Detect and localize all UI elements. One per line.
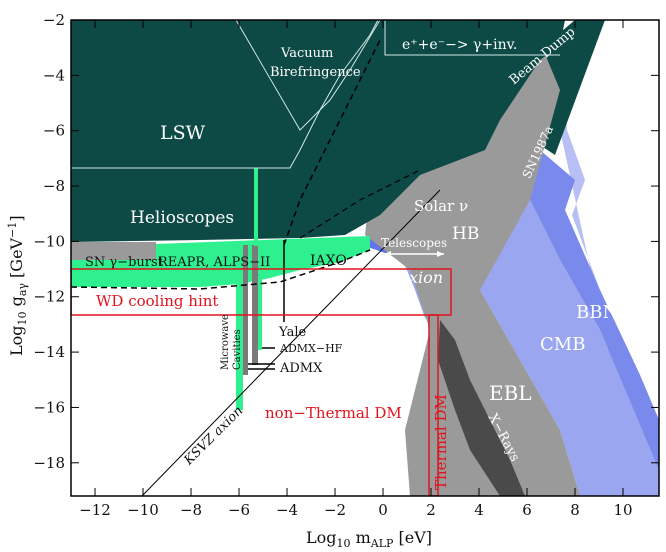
cavity-column-4: [258, 245, 262, 350]
label-bbn: BBN: [576, 302, 618, 323]
x-tick-label: −10: [127, 501, 159, 519]
y-tick-label: −2: [43, 11, 65, 29]
label-ee: e⁺+e⁻−> γ+inv.: [402, 37, 517, 53]
label-lsw: LSW: [160, 122, 206, 144]
label-thermal-dm: Thermal DM: [432, 394, 450, 490]
x-axis: −12 −10 −8 −6 −4 −2 0 2 4 6 8 10: [79, 20, 633, 519]
label-yale: Yale: [278, 325, 306, 340]
cmb-region: [480, 195, 659, 496]
x-tick-label: 2: [426, 501, 436, 519]
lsw-outline: [71, 20, 379, 169]
label-telescopes: Telescopes: [381, 236, 447, 250]
y-tick-label: −8: [43, 177, 65, 195]
vacuum-birefringence-outline: [235, 20, 381, 131]
label-ebl: EBL: [489, 381, 532, 405]
dashed-boundary-3: [299, 169, 421, 239]
label-cmb: CMB: [540, 334, 585, 355]
y-tick-label: −16: [33, 398, 65, 416]
ee-outline: [384, 20, 560, 56]
x-tick-label: 6: [522, 501, 532, 519]
y-axis: −18 −16 −14 −12 −10 −8 −6 −4 −2: [33, 11, 659, 472]
label-vacuum: Vacuum: [280, 46, 333, 61]
label-hb: HB: [452, 224, 479, 244]
lsw-helioscopes-region: [71, 20, 565, 242]
x-tick-label: −4: [276, 501, 298, 519]
xrays-region: [438, 320, 525, 496]
label-sn-burst: SN γ−burst: [85, 255, 164, 270]
label-iaxo: IAXO: [310, 253, 347, 269]
label-admx: ADMX: [279, 361, 323, 376]
y-tick-label: −12: [33, 288, 65, 306]
label-xion: xion: [409, 268, 443, 287]
x-tick-label: −6: [228, 501, 250, 519]
lavender-band-inner: [520, 150, 659, 470]
x-tick-label: 0: [378, 501, 388, 519]
dashed-boundary-1: [283, 39, 381, 246]
label-wd: WD cooling hint: [96, 292, 218, 310]
cavity-column-1: [236, 245, 243, 410]
y-tick-label: −14: [33, 343, 65, 361]
telescopes-arrow-left: [384, 251, 391, 257]
label-cavities: Cavities: [232, 329, 243, 370]
iaxo-region: [71, 236, 370, 287]
x-tick-label: 8: [570, 501, 580, 519]
x-tick-label: −2: [324, 501, 346, 519]
x-tick-label: 10: [613, 501, 632, 519]
label-microwave: Microwave: [220, 314, 231, 370]
y-tick-label: −6: [43, 122, 65, 140]
label-helioscopes: Helioscopes: [130, 208, 234, 228]
sn-burst-region: [71, 242, 156, 260]
y-tick-label: −18: [33, 454, 65, 472]
dashed-boundary-2: [71, 249, 371, 290]
telescopes-arrow-right: [437, 251, 444, 257]
x-tick-label: 4: [474, 501, 484, 519]
x-axis-label: Log10 mALP [eV]: [306, 528, 432, 550]
label-nonthermal-dm: non−Thermal DM: [265, 404, 402, 422]
label-reapr: REAPR, ALPS−II: [158, 255, 270, 270]
y-tick-label: −4: [43, 66, 65, 84]
x-tick-label: −8: [180, 501, 202, 519]
plot-frame: [70, 19, 660, 497]
y-tick-label: −10: [33, 232, 65, 250]
cavity-column-2: [243, 245, 248, 375]
x-tick-label: −12: [79, 501, 111, 519]
label-admx-hf: ADMX−HF: [279, 342, 343, 355]
label-birefringence: Birefringence: [270, 65, 361, 80]
thermal-dm-box: [428, 314, 439, 496]
cavity-column-3: [252, 245, 258, 365]
ksvz-line: [141, 189, 441, 496]
helioscope-sliver: [254, 168, 258, 246]
label-solar: Solar ν: [414, 197, 468, 215]
wd-cooling-box: [71, 268, 452, 316]
